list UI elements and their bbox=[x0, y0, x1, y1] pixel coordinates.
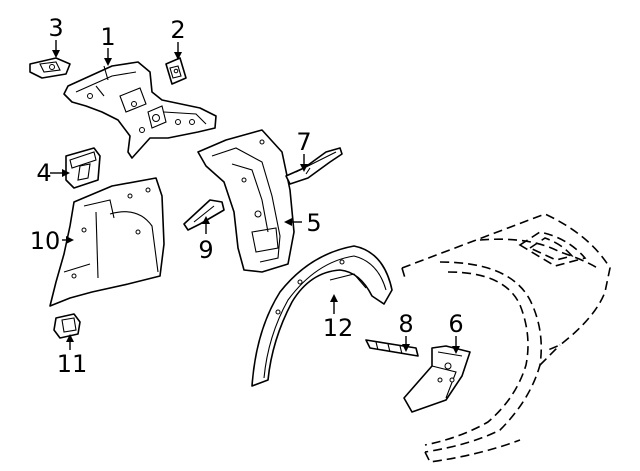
quarter-panel-outline bbox=[401, 213, 611, 463]
arrowhead-11 bbox=[66, 334, 74, 342]
arrowhead-10 bbox=[66, 236, 74, 244]
arrowhead-6 bbox=[452, 346, 460, 354]
arrowhead-4 bbox=[62, 169, 70, 177]
callout-11: 11 bbox=[57, 350, 88, 378]
arrowhead-9 bbox=[202, 216, 210, 224]
part-1-inner-panel bbox=[63, 61, 217, 159]
arrowhead-2 bbox=[174, 52, 182, 60]
part-12-arch-liner bbox=[251, 245, 393, 387]
part-10-wheelhouse-inner bbox=[49, 177, 165, 307]
callout-1: 1 bbox=[100, 23, 115, 51]
arrowhead-12 bbox=[330, 294, 338, 302]
part-4-block bbox=[65, 147, 101, 189]
arrowhead-8 bbox=[402, 344, 410, 352]
callout-10: 10 bbox=[30, 227, 61, 255]
part-9-brace bbox=[183, 199, 225, 231]
callout-2: 2 bbox=[170, 16, 185, 44]
callout-5: 5 bbox=[306, 209, 321, 237]
callout-7: 7 bbox=[296, 128, 311, 156]
arrowhead-1 bbox=[104, 58, 112, 66]
callout-9: 9 bbox=[198, 236, 213, 264]
arrowhead-5 bbox=[284, 218, 292, 226]
callout-8: 8 bbox=[398, 310, 413, 338]
part-8-strip bbox=[365, 339, 419, 357]
callout-12: 12 bbox=[323, 314, 354, 342]
part-2-bracket bbox=[165, 57, 187, 85]
part-6-bracket bbox=[403, 345, 471, 413]
part-5-pillar bbox=[197, 129, 295, 273]
callout-4: 4 bbox=[36, 159, 51, 187]
arrowhead-3 bbox=[52, 50, 60, 58]
arrowhead-7 bbox=[300, 164, 308, 172]
callout-3: 3 bbox=[48, 14, 63, 42]
part-7-bracket bbox=[285, 147, 343, 185]
part-3-clip bbox=[29, 57, 71, 79]
part-11-clip bbox=[53, 313, 81, 339]
callout-labels: 1 2 3 4 5 6 7 8 9 10 11 12 bbox=[30, 14, 464, 378]
callout-6: 6 bbox=[448, 310, 463, 338]
leader-lines bbox=[50, 40, 460, 354]
